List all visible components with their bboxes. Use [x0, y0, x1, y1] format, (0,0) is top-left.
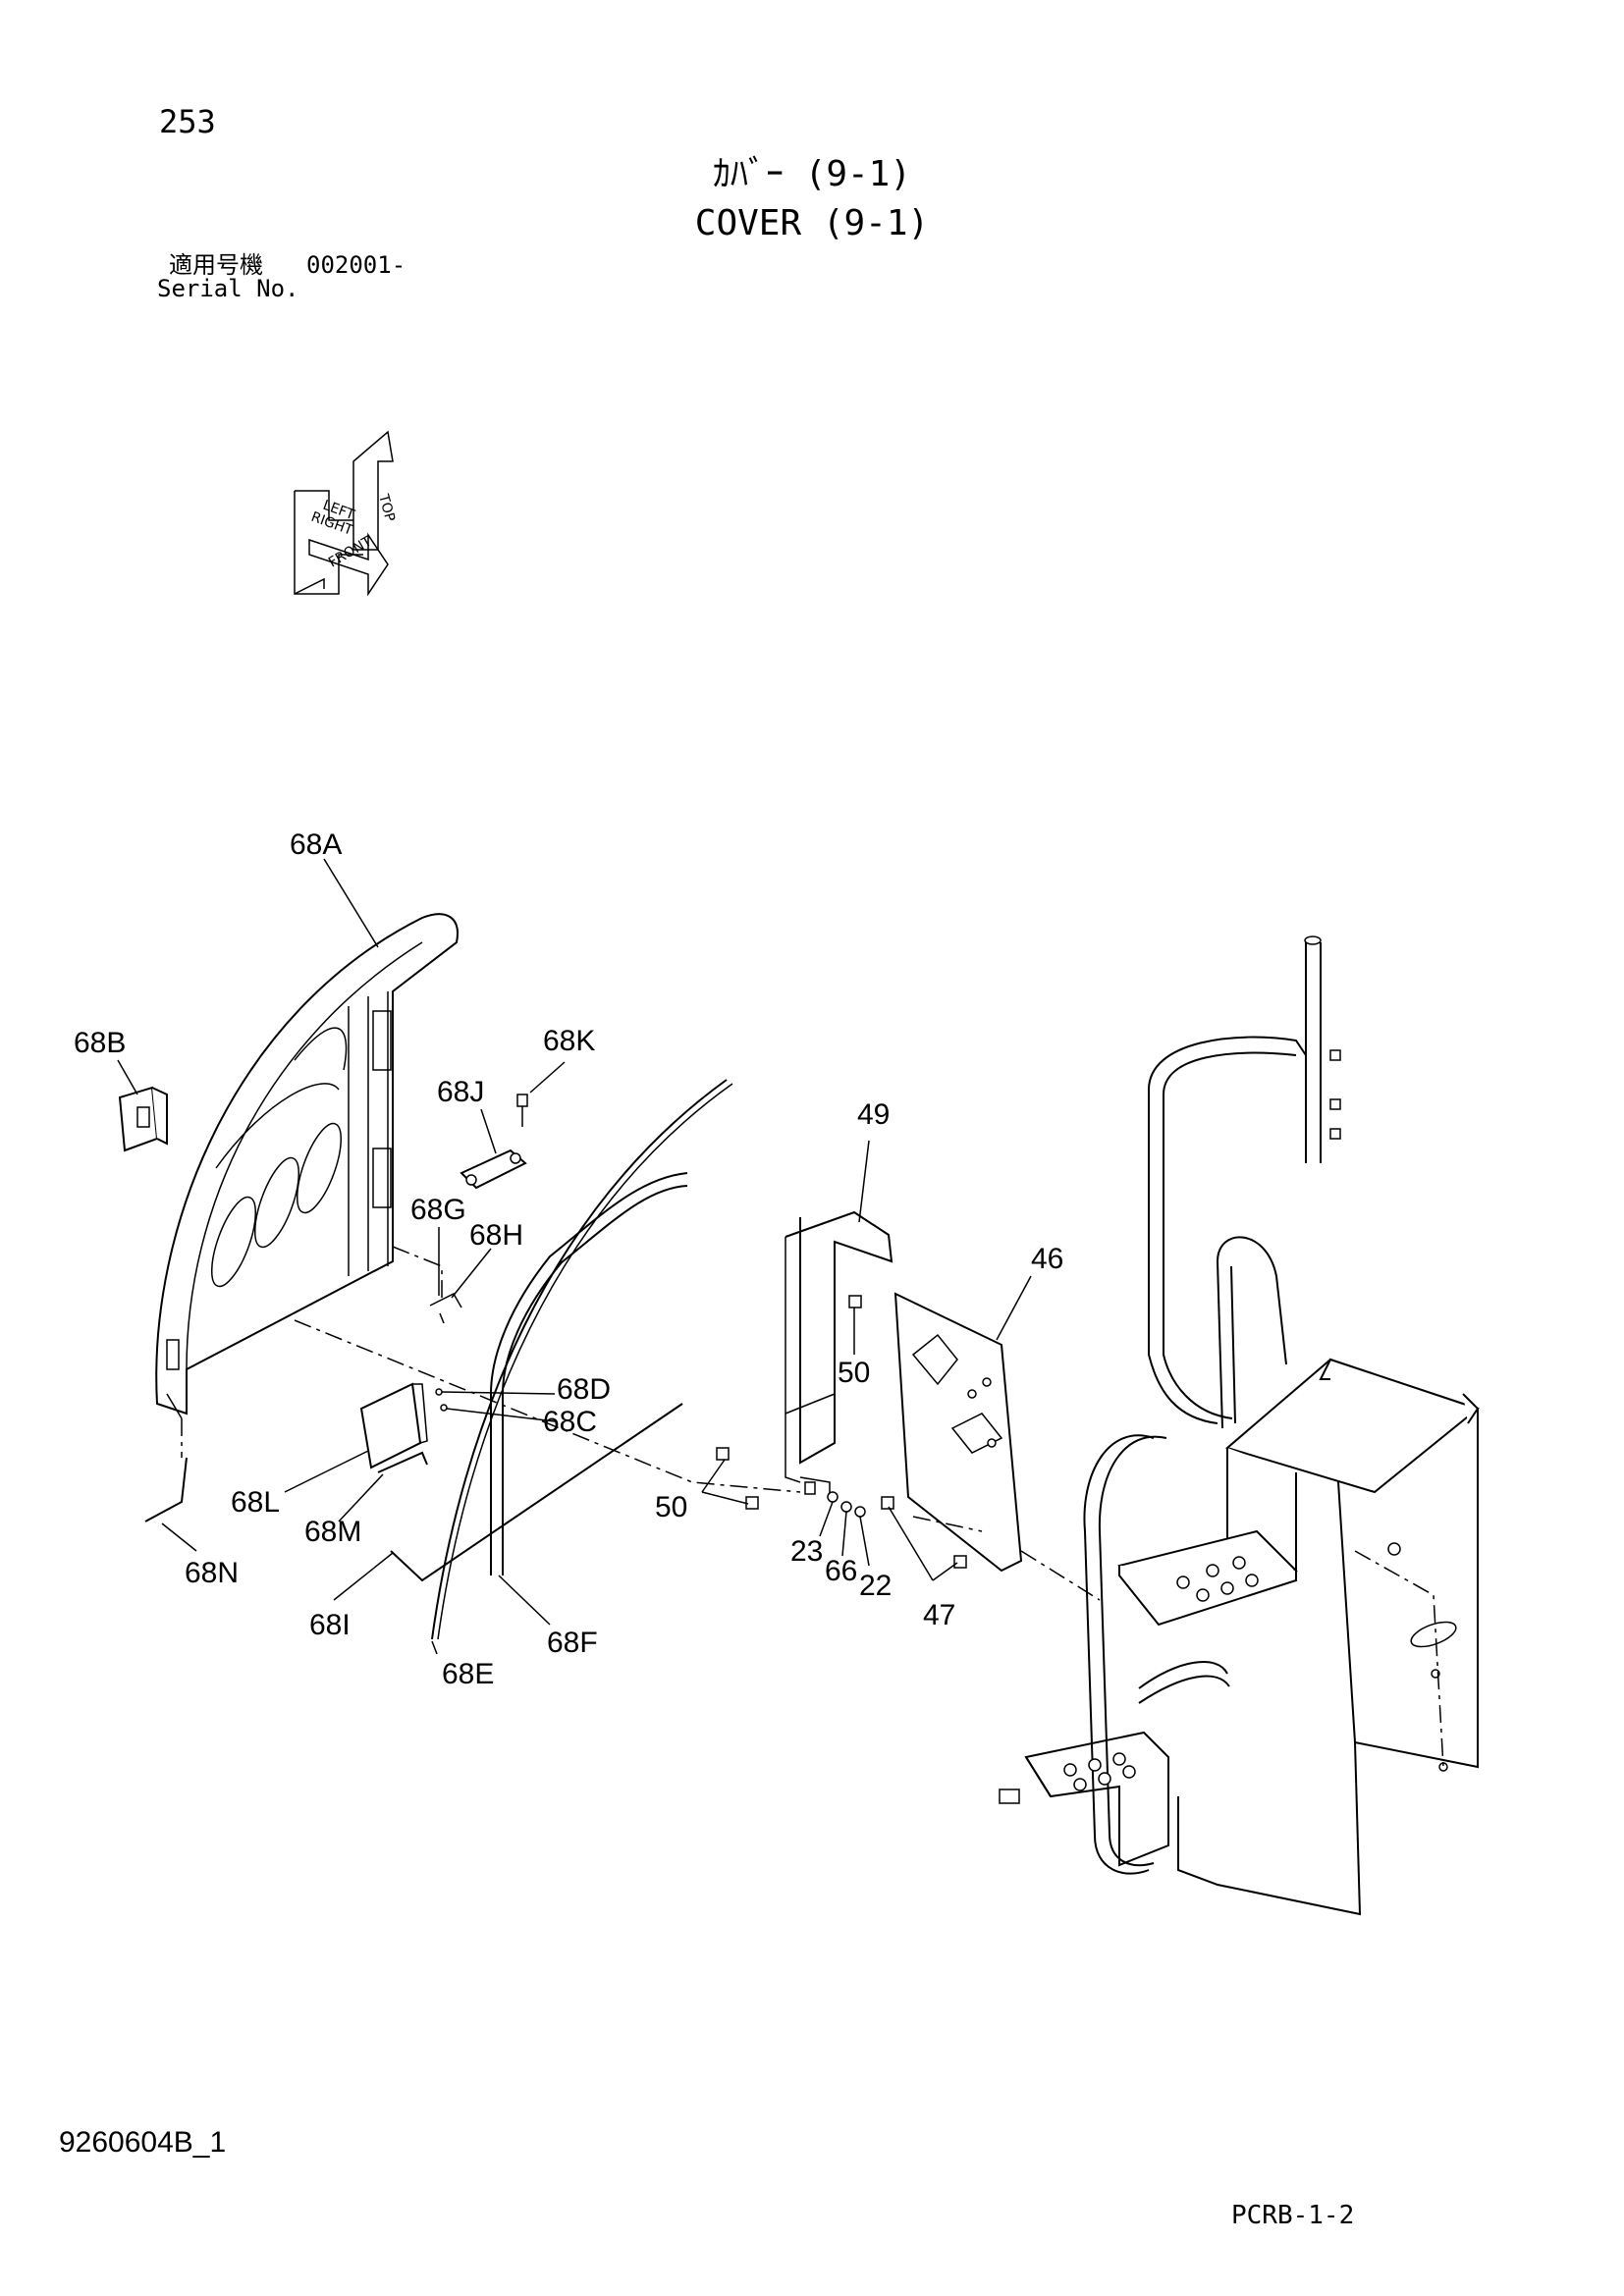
assembly-line-2	[392, 1246, 443, 1301]
assembly-line-1	[294, 1319, 801, 1493]
callout-46: 46	[1031, 1243, 1063, 1275]
washer-66	[840, 1501, 852, 1513]
bracket-49	[785, 1210, 893, 1497]
serial-value: 002001-	[306, 251, 406, 279]
callout-68A: 68A	[290, 828, 342, 861]
callout-68N: 68N	[185, 1557, 239, 1589]
bolt-68K	[516, 1094, 528, 1127]
callout-50-lower: 50	[655, 1491, 687, 1523]
bolt-47-b	[953, 1555, 967, 1569]
seal-68E-edge	[437, 1083, 733, 1640]
callout-68F: 68F	[547, 1627, 598, 1659]
bracket-68L	[359, 1382, 428, 1469]
page-code: PCRB-1-2	[1231, 2201, 1355, 2230]
callout-68C: 68C	[543, 1406, 597, 1438]
bracket-68J	[460, 1148, 527, 1190]
rod-68I	[390, 1403, 683, 1582]
callout-68B: 68B	[74, 1027, 126, 1059]
bolt-50-upper	[848, 1295, 862, 1308]
document-id: 9260604B_1	[59, 2126, 227, 2159]
callout-68K: 68K	[543, 1025, 595, 1057]
door-panel-68A	[155, 913, 459, 1419]
fastener-68C	[440, 1404, 448, 1412]
callout-68L: 68L	[231, 1486, 280, 1519]
strip-68F	[490, 1172, 688, 1575]
clip-68M	[377, 1451, 428, 1473]
bolt-50-lower-a	[716, 1447, 730, 1461]
leader-lines	[117, 858, 1032, 1655]
assembly-line-5	[1354, 1550, 1444, 1768]
strip-68F-edge	[502, 1185, 688, 1575]
callout-66: 66	[825, 1555, 857, 1587]
callout-68M: 68M	[304, 1516, 361, 1548]
fastener-68D	[435, 1388, 443, 1396]
callout-23: 23	[790, 1535, 823, 1568]
serial-label-english: Serial No.	[157, 275, 299, 302]
callout-68D: 68D	[557, 1373, 611, 1406]
callout-49: 49	[857, 1098, 890, 1131]
orientation-arrows-icon: LEFT TOP RIGHT FRONT	[294, 430, 398, 597]
step-assembly	[999, 935, 1481, 1916]
bolt-50-lower-b	[745, 1496, 759, 1510]
hook-68N	[144, 1457, 188, 1522]
assembly-line-6	[912, 1516, 983, 1532]
callout-68H: 68H	[469, 1219, 523, 1252]
callout-68J: 68J	[437, 1076, 484, 1108]
serial-label-japanese: 適用号機	[169, 251, 263, 279]
callout-50-upper: 50	[838, 1357, 870, 1389]
title-english: COVER (9-1)	[694, 203, 930, 243]
page-number: 253	[159, 103, 216, 140]
bolt-47-a	[881, 1496, 894, 1510]
callout-68I: 68I	[309, 1609, 351, 1641]
switch-68B	[118, 1086, 168, 1152]
orientation-label-top: TOP	[375, 492, 398, 523]
assembly-line-4	[1020, 1550, 1101, 1601]
callout-68G: 68G	[410, 1194, 466, 1226]
plate-46	[893, 1292, 1023, 1573]
callout-22: 22	[859, 1570, 892, 1602]
washer-23	[827, 1491, 839, 1503]
callout-68E: 68E	[442, 1658, 494, 1690]
clip-68H	[429, 1293, 462, 1324]
title-japanese: ｶﾊﾞｰ (9-1)	[712, 154, 912, 194]
washer-22	[854, 1506, 866, 1518]
callout-47: 47	[923, 1599, 955, 1631]
seal-68E	[431, 1079, 728, 1640]
